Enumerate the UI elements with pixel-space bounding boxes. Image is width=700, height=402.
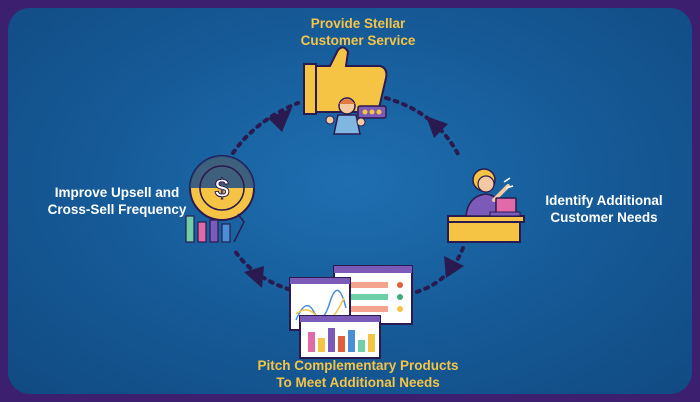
step-right-line2: Customer Needs (550, 210, 658, 225)
step-left-line2: Cross-Sell Frequency (47, 202, 187, 217)
step-provide-customer-service: Provide Stellar Customer Service (258, 15, 458, 49)
arrow-bottom-to-left (231, 246, 300, 294)
woman-laptop-icon (447, 168, 525, 243)
arrowhead-bottom-left (244, 266, 264, 288)
thumbs-up-icon (303, 46, 388, 135)
cycle-diagram: $ Provide Stellar Customer Service Ident… (8, 8, 692, 394)
arrow-right-to-bottom (406, 246, 465, 296)
step-right-line1: Identify Additional (545, 193, 663, 208)
cycle-artwork: $ (185, 46, 525, 359)
step-top-line2: Customer Service (300, 33, 416, 48)
step-left-line1: Improve Upsell and (54, 185, 180, 200)
step-identify-needs: Identify Additional Customer Needs (514, 192, 692, 226)
step-improve-upsell: Improve Upsell and Cross-Sell Frequency (22, 184, 212, 218)
dashboard-screens-icon (289, 265, 413, 359)
arrow-top-to-right (384, 96, 462, 160)
arrow-left-to-top (231, 101, 300, 155)
dollar-coin-icon: $ (185, 155, 255, 243)
step-bottom-line1: Pitch Complementary Products (257, 358, 459, 373)
arrowhead-top-right (426, 116, 448, 138)
step-top-line1: Provide Stellar (310, 16, 406, 31)
arrowhead-right-bottom (444, 256, 464, 278)
arrowhead-left-top (268, 108, 292, 132)
step-bottom-line2: To Meet Additional Needs (276, 375, 440, 390)
step-pitch-products: Pitch Complementary Products To Meet Add… (218, 357, 498, 391)
svg-text:$: $ (215, 173, 230, 203)
